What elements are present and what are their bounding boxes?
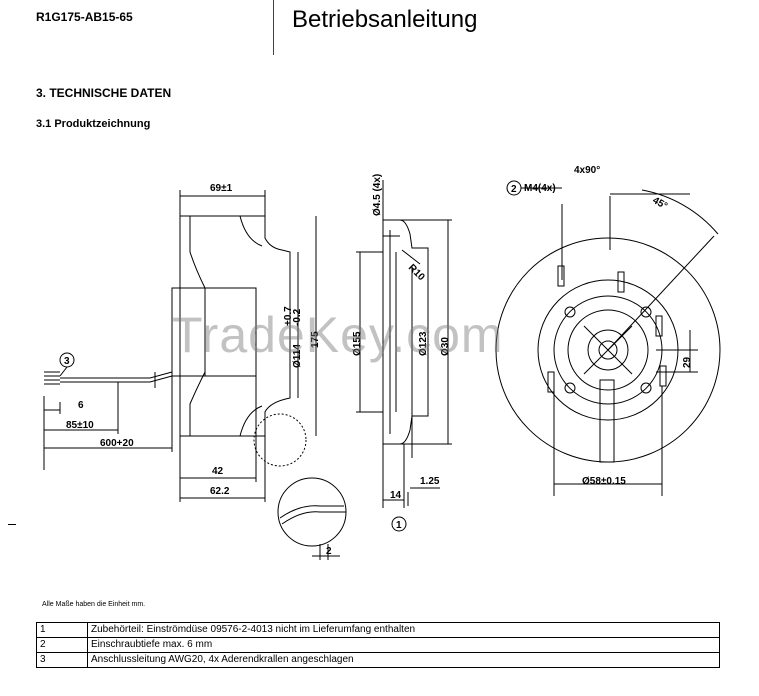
dim-tol-minus: -0.2 <box>292 308 303 326</box>
dim-len-6: 6 <box>78 400 84 411</box>
dim-len-62: 62.2 <box>210 486 230 497</box>
dim-len-85: 85±10 <box>66 420 94 431</box>
section-title: 3. TECHNISCHE DATEN <box>36 86 172 100</box>
product-code: R1G175-AB15-65 <box>36 10 133 24</box>
callout-3: 3 <box>64 356 70 367</box>
dim-len-42: 42 <box>212 466 224 477</box>
dim-len-14: 14 <box>390 490 402 501</box>
dim-155: Ø155 <box>352 331 363 356</box>
note-number: 2 <box>36 637 88 653</box>
mount-hole <box>564 306 576 318</box>
callout-1: 1 <box>396 520 402 531</box>
watermark: TradeKey.com <box>172 307 504 363</box>
dim-175: 175 <box>310 331 321 348</box>
dim-d58: Ø58±0.15 <box>582 476 626 487</box>
notes-table: 1 Zubehörteil: Einströmdüse 09576-2-4013… <box>36 622 720 668</box>
header-divider <box>273 0 274 55</box>
dim-tol-plus: +0.7 <box>283 306 294 326</box>
note-text: Anschlussleitung AWG20, 4x Aderendkralle… <box>87 652 720 668</box>
mount-hole <box>564 382 576 394</box>
note-number: 3 <box>36 652 88 668</box>
angle-45: 45° <box>651 195 670 212</box>
mount-hole <box>640 306 652 318</box>
subsection-title: 3.1 Produktzeichnung <box>36 118 151 130</box>
callout-2: 2 <box>511 184 517 195</box>
units-note: Alle Maße haben die Einheit mm. <box>42 601 146 608</box>
table-row: 1 Zubehörteil: Einströmdüse 09576-2-4013… <box>36 622 720 638</box>
inlet-ring-outline <box>383 219 429 445</box>
note-text: Einschraubtiefe max. 6 mm <box>87 637 720 653</box>
fan-side-outline <box>179 215 291 437</box>
mount-hole <box>640 382 652 394</box>
product-drawing: 69±1 Ø114 +0.7 -0.2 175 Ø4.5 (4x) R10 Ø1… <box>43 165 721 560</box>
detail-circle <box>253 413 307 467</box>
dim-len-1-25: 1.25 <box>420 476 440 487</box>
dim-width-69: 69±1 <box>210 183 233 194</box>
thread-label: M4(4x) <box>524 183 556 194</box>
dim-radius: R10 <box>406 262 427 283</box>
dim-30: Ø30 <box>440 337 451 356</box>
note-text: Zubehörteil: Einströmdüse 09576-2-4013 n… <box>87 622 720 638</box>
table-row: 3 Anschlussleitung AWG20, 4x Aderendkral… <box>36 652 720 668</box>
callout-1-marker <box>391 516 407 532</box>
dim-hole-4-5: Ø4.5 (4x) <box>372 174 383 216</box>
dim-len-600: 600+20 <box>100 438 134 449</box>
document-title: Betriebsanleitung <box>292 6 478 33</box>
dim-len-29: 29 <box>682 356 693 368</box>
note-number: 1 <box>36 622 88 638</box>
motor-housing <box>171 287 257 377</box>
dim-diameter-114: Ø114 <box>292 344 303 368</box>
angle-4x90: 4x90° <box>574 165 600 176</box>
table-row: 2 Einschraubtiefe max. 6 mm <box>36 637 720 653</box>
margin-tick <box>8 524 16 525</box>
dim-123: Ø123 <box>418 331 429 356</box>
dim-len-2: 2 <box>326 546 332 557</box>
